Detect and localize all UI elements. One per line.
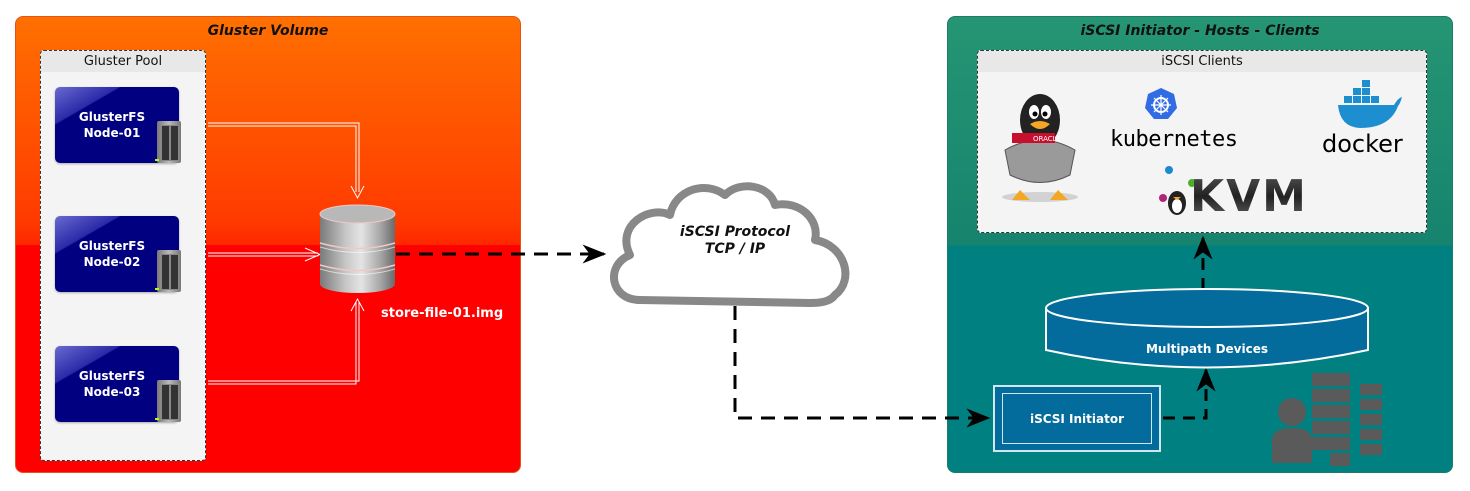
iscsi-initiator-box[interactable]: iSCSI Initiator (993, 385, 1161, 452)
status-led-icon (155, 418, 159, 420)
node-label-line1: GlusterFS (78, 239, 146, 253)
server-admin-icon (1272, 373, 1382, 466)
docker-whale-icon (1338, 80, 1402, 128)
kubernetes-logo-text: kubernetes (1110, 127, 1237, 152)
node2-to-db-connector (208, 247, 322, 262)
glusterfs-node-01[interactable]: GlusterFS Node-01 (55, 87, 181, 163)
cloud-to-initiator-connector (733, 306, 991, 428)
iscsi-initiator-label: iSCSI Initiator (1029, 411, 1125, 426)
node-label-line1: GlusterFS (78, 110, 146, 124)
server-icon (157, 121, 181, 163)
glusterfs-node-02[interactable]: GlusterFS Node-02 (55, 216, 181, 292)
node1-to-db-connector (208, 122, 365, 200)
initiator-to-multipath-connector (1163, 367, 1216, 420)
multipath-devices-label: Multipath Devices (1145, 342, 1269, 356)
network-protocol-line2: TCP / IP (704, 241, 766, 257)
node-label-line1: GlusterFS (78, 369, 146, 383)
oracle-badge-text: ORACLE (1033, 135, 1061, 143)
node3-to-db-connector (208, 297, 365, 385)
docker-logo-text: docker (1322, 130, 1403, 158)
database-icon[interactable] (319, 204, 396, 293)
cloud-icon[interactable] (610, 182, 850, 307)
iscsi-clients-title: iSCSI Clients (978, 51, 1426, 72)
network-protocol-line1: iSCSI Protocol (679, 224, 791, 240)
node-label-line2: Node-03 (83, 385, 141, 399)
node-label-line2: Node-02 (83, 255, 141, 269)
gluster-pool-title: Gluster Pool (41, 51, 205, 72)
status-led-icon (155, 159, 159, 161)
network-protocol-label: iSCSI Protocol TCP / IP (640, 224, 830, 258)
kvm-logo-text: KVM (1190, 171, 1308, 222)
node-label-line2: Node-01 (83, 126, 141, 140)
server-icon (157, 250, 181, 292)
oracle-linux-tux-icon (1002, 94, 1078, 202)
kvm-tux-icon (1159, 166, 1196, 215)
kubernetes-icon (1145, 88, 1177, 119)
status-led-icon (155, 288, 159, 290)
iscsi-host-title: iSCSI Initiator - Hosts - Clients (1080, 23, 1320, 39)
gluster-volume-title: Gluster Volume (207, 23, 329, 39)
storage-file-label: store-file-01.img (381, 306, 504, 321)
server-icon (157, 380, 181, 422)
multipath-devices-cylinder[interactable] (1045, 288, 1369, 369)
glusterfs-node-03[interactable]: GlusterFS Node-03 (55, 346, 181, 422)
